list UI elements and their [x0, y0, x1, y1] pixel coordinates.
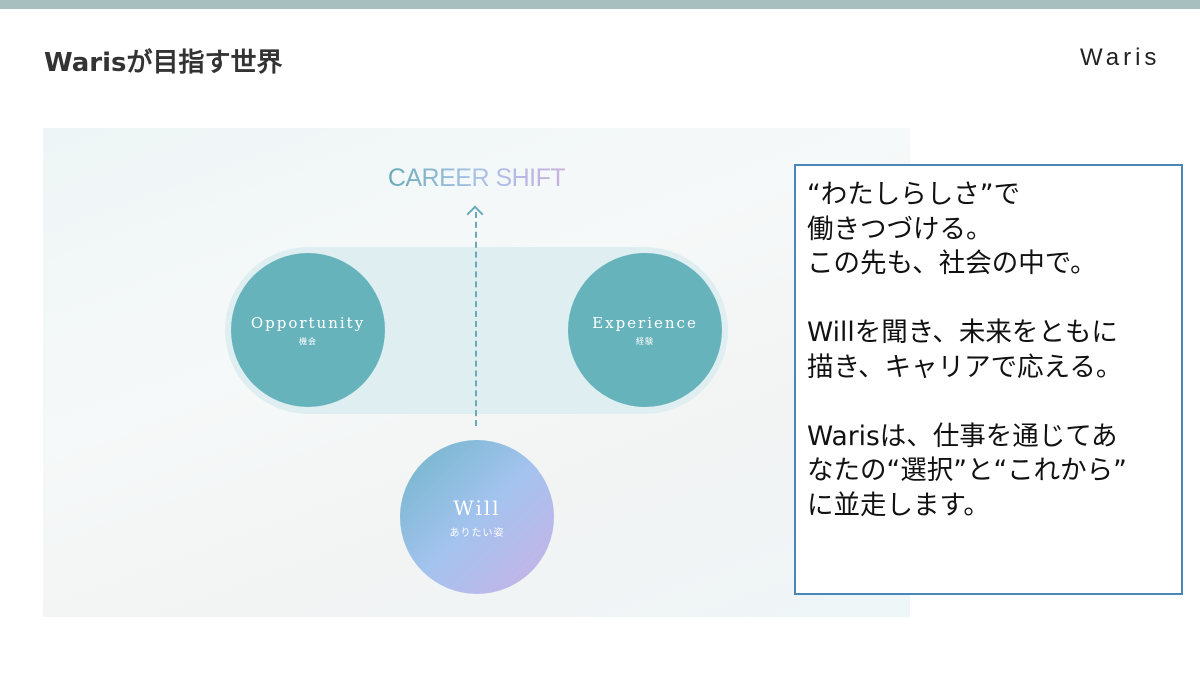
message-line: Willを聞き、未来をともに	[807, 317, 1118, 348]
diagram-heading: CAREER SHIFT	[43, 164, 910, 193]
message-line: “わたしらしさ”で	[807, 179, 1020, 210]
message-line: 働きつづける。	[807, 213, 993, 245]
circle-label: Experience	[592, 313, 698, 332]
circle-label: Will	[453, 495, 501, 520]
circle-sublabel: 経験	[636, 336, 654, 346]
message-line: この先も、社会の中で。	[807, 248, 1097, 279]
message-line: なたの“選択”と“これから”	[807, 455, 1127, 486]
arrow-up-icon	[466, 205, 484, 223]
message-box: “わたしらしさ”で 働きつづける。 この先も、社会の中で。 Willを聞き、未来…	[794, 164, 1183, 595]
circle-experience: Experience 経験	[568, 253, 722, 407]
career-shift-diagram: CAREER SHIFT Opportunity 機会 Experience 経…	[43, 128, 910, 617]
circle-sublabel: ありたい姿	[449, 527, 505, 539]
waris-logo: Waris	[1080, 44, 1161, 71]
message-line	[807, 282, 1181, 317]
circle-will: Will ありたい姿	[400, 440, 554, 594]
message-line: 描き、キャリアで応える。	[807, 351, 1123, 383]
circle-label: Opportunity	[250, 313, 366, 332]
career-shift-label: CAREER SHIFT	[387, 164, 566, 192]
dashed-arrow-line	[475, 212, 477, 426]
circle-sublabel: 機会	[299, 336, 317, 346]
message-line: に並走します。	[807, 489, 990, 521]
message-line	[807, 385, 1181, 420]
page-title: Warisが目指す世界	[44, 48, 283, 78]
top-bar	[0, 0, 1200, 9]
message-line: Warisは、仕事を通じてあ	[807, 420, 1118, 452]
circle-opportunity: Opportunity 機会	[231, 253, 385, 407]
